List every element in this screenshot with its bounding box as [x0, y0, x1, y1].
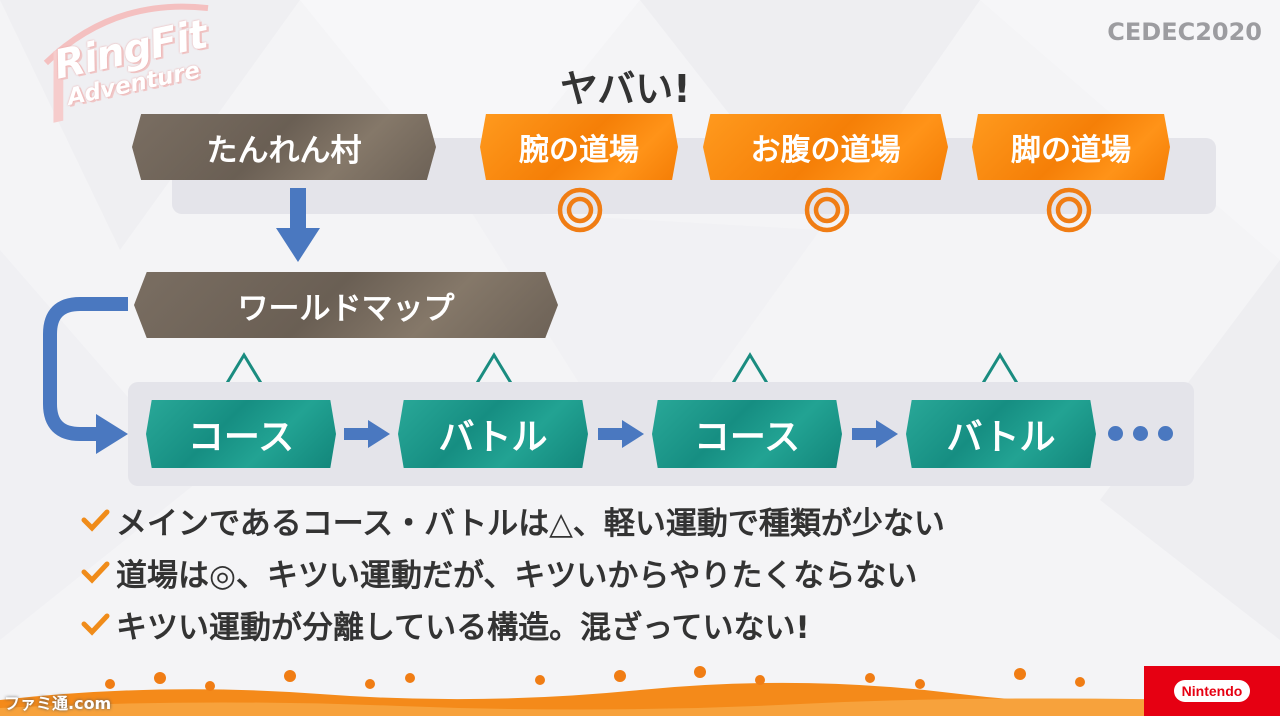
headline: ヤバい!	[560, 67, 691, 111]
double-circle-icon	[804, 187, 850, 233]
bullet-list: メインであるコース・バトルは△、軽い運動で種類が少ない 道場は◎、キツい運動だが…	[80, 494, 945, 650]
course-box: コース	[652, 400, 842, 468]
bullet-item: メインであるコース・バトルは△、軽い運動で種類が少ない	[80, 494, 945, 546]
arrow-right-icon	[344, 420, 390, 448]
battle-box: バトル	[398, 400, 588, 468]
bullet-text: キツい運動が分離している構造。混ざっていない!	[116, 609, 810, 646]
double-circle-icon	[557, 187, 603, 233]
double-circle-icon	[1046, 187, 1092, 233]
checkmark-icon	[81, 613, 110, 636]
continuation-dots	[1108, 426, 1173, 441]
dot	[1108, 426, 1123, 441]
arrow-down-icon	[276, 188, 320, 262]
world-map-box: ワールドマップ	[134, 272, 558, 338]
watermark: ファミ通.com	[4, 694, 112, 713]
course-box: コース	[146, 400, 336, 468]
checkmark-icon	[81, 509, 110, 532]
cedec-logo: CEDEC2020	[1107, 18, 1262, 46]
battle-box: バトル	[906, 400, 1096, 468]
dojo-leg-box: 脚の道場	[972, 114, 1170, 180]
bullet-text: 道場は◎、キツい運動だが、キツいからやりたくならない	[116, 557, 918, 594]
bullet-item: 道場は◎、キツい運動だが、キツいからやりたくならない	[80, 546, 945, 598]
arrow-right-icon	[598, 420, 644, 448]
dot	[1133, 426, 1148, 441]
ringfit-logo: RingFit Adventure	[18, 0, 236, 136]
nintendo-logo-text: Nintendo	[1173, 680, 1251, 702]
dojo-belly-box: お腹の道場	[703, 114, 948, 180]
start-village-box: たんれん村	[132, 114, 436, 180]
checkmark-icon	[81, 561, 110, 584]
dojo-arm-box: 腕の道場	[480, 114, 678, 180]
loop-arrow-icon	[43, 297, 128, 454]
bullet-item: キツい運動が分離している構造。混ざっていない!	[80, 598, 945, 650]
bullet-text: メインであるコース・バトルは△、軽い運動で種類が少ない	[116, 505, 945, 542]
nintendo-logo: Nintendo	[1144, 666, 1280, 716]
arrow-right-icon	[852, 420, 898, 448]
dot	[1158, 426, 1173, 441]
ground-decoration	[0, 666, 1280, 716]
